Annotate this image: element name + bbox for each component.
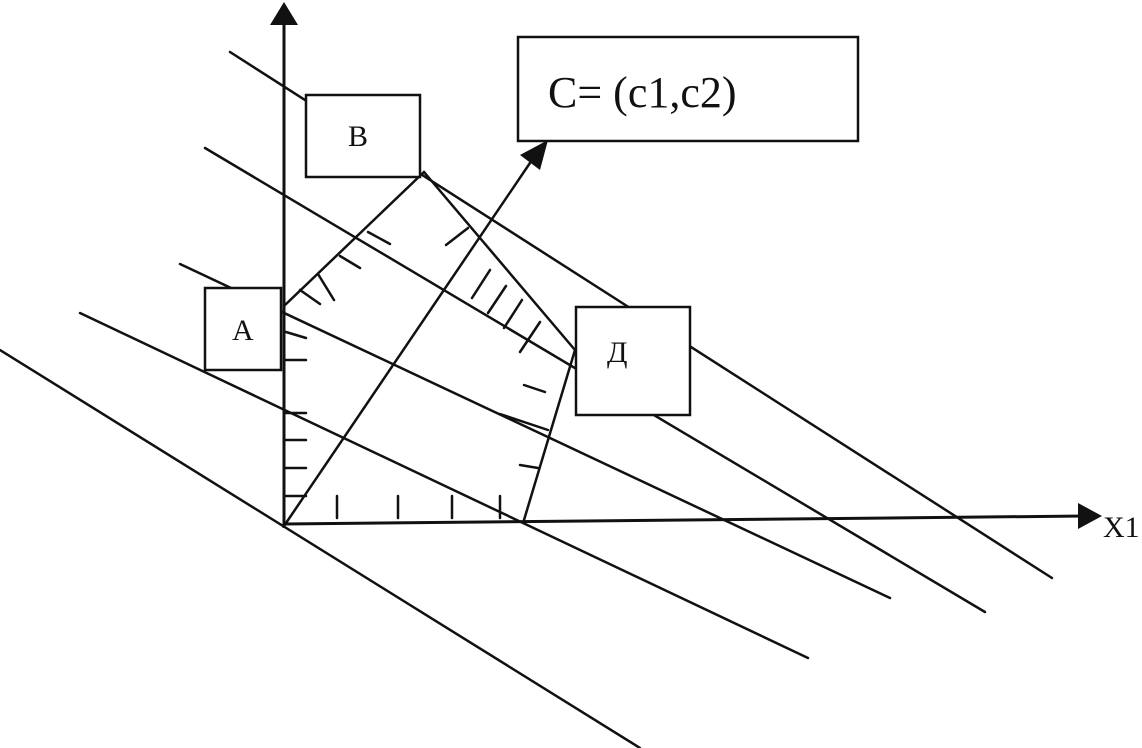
hatch-ab-4 — [366, 230, 392, 246]
hatch-bd-3 — [486, 284, 508, 315]
edge-a-b — [282, 170, 426, 308]
hatch-ab-2 — [316, 272, 336, 302]
label-point-b: B — [348, 120, 368, 153]
hatch-de-3 — [518, 463, 540, 470]
hatch-ab-1 — [298, 288, 322, 306]
vector-c-shaft — [282, 158, 534, 528]
hatch-de-1 — [522, 383, 547, 394]
hatch-bd-5 — [518, 320, 542, 354]
gradient-vector — [282, 140, 548, 528]
hatch-bd-1 — [444, 226, 470, 247]
label-vector-c: C= (c1,c2) — [548, 68, 737, 117]
y-axis-arrowhead — [270, 2, 298, 25]
label-box-a: A — [203, 286, 283, 372]
axes — [270, 2, 1102, 529]
hatch-bd-4 — [502, 298, 524, 330]
hatch-y-1 — [284, 330, 308, 340]
edge-b-d — [422, 170, 577, 352]
level-line-1 — [0, 348, 642, 748]
feasible-region-boundary — [282, 170, 577, 522]
hatch-ab-3 — [338, 254, 362, 270]
label-box-d: Д — [574, 305, 692, 417]
hatch-de-2 — [498, 412, 550, 432]
hatch-marks — [284, 226, 550, 520]
vector-c-arrowhead — [520, 140, 548, 170]
x-axis — [283, 514, 1086, 526]
level-line-2 — [78, 311, 810, 660]
x-axis-arrowhead — [1078, 503, 1102, 529]
level-line-3 — [178, 262, 892, 600]
label-point-d: Д — [607, 336, 627, 369]
label-box-b: B — [304, 93, 422, 179]
edge-d-x-axis — [522, 348, 577, 522]
label-axis-x1: X1 — [1103, 511, 1140, 544]
label-box-c: C= (c1,c2) — [516, 35, 860, 143]
label-point-a: A — [232, 314, 254, 347]
hatch-bd-2 — [470, 268, 492, 300]
